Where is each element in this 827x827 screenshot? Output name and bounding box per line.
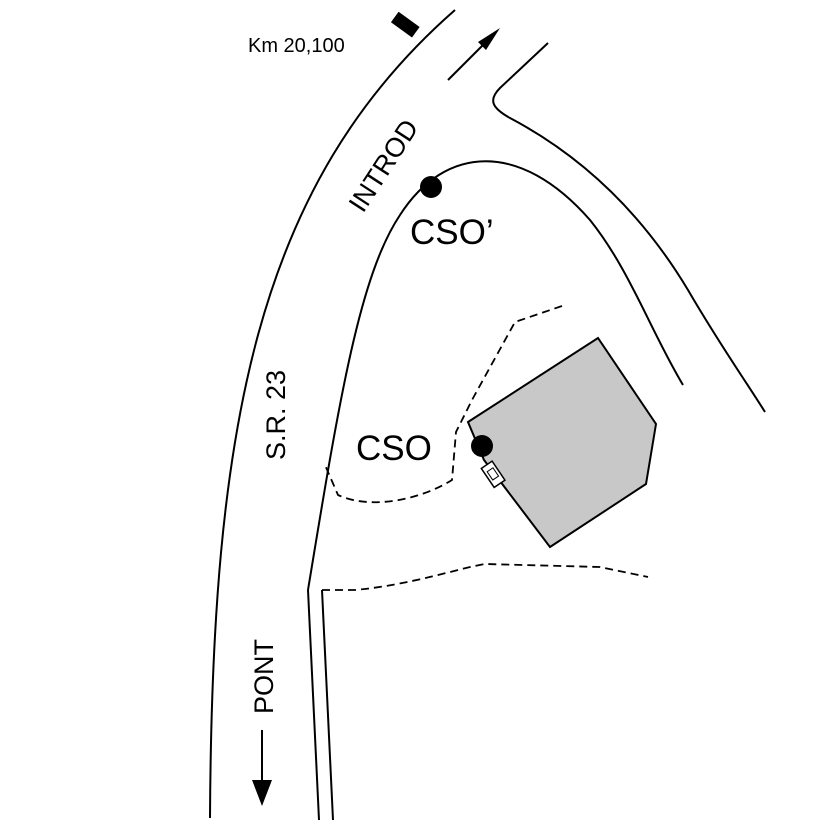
- side-road-west-edge: [307, 589, 320, 821]
- point-label-cso-prime: CSO’: [410, 213, 494, 252]
- point-marker-cso-prime: [420, 176, 442, 198]
- direction-label-introd: INTROD: [343, 114, 425, 217]
- km-marker-label: Km 20,100: [248, 35, 345, 57]
- direction-label-pont: PONT: [249, 639, 279, 714]
- km-marker-post: [390, 11, 420, 38]
- footpath-lower: [322, 563, 649, 591]
- side-road-east-edge: [321, 589, 334, 821]
- building: [466, 336, 658, 549]
- footpath-upper: [324, 305, 563, 504]
- point-marker-cso: [471, 435, 493, 457]
- arrow-icon-introd: [447, 28, 500, 81]
- road-east-edge: [307, 160, 684, 591]
- branch-road-edge: [492, 42, 766, 413]
- road-name-label: S.R. 23: [261, 370, 291, 460]
- arrow-icon-pont: [252, 730, 272, 806]
- road-west-edge: [209, 9, 456, 819]
- point-label-cso: CSO: [356, 429, 432, 468]
- building-entrance-icon: [480, 460, 506, 489]
